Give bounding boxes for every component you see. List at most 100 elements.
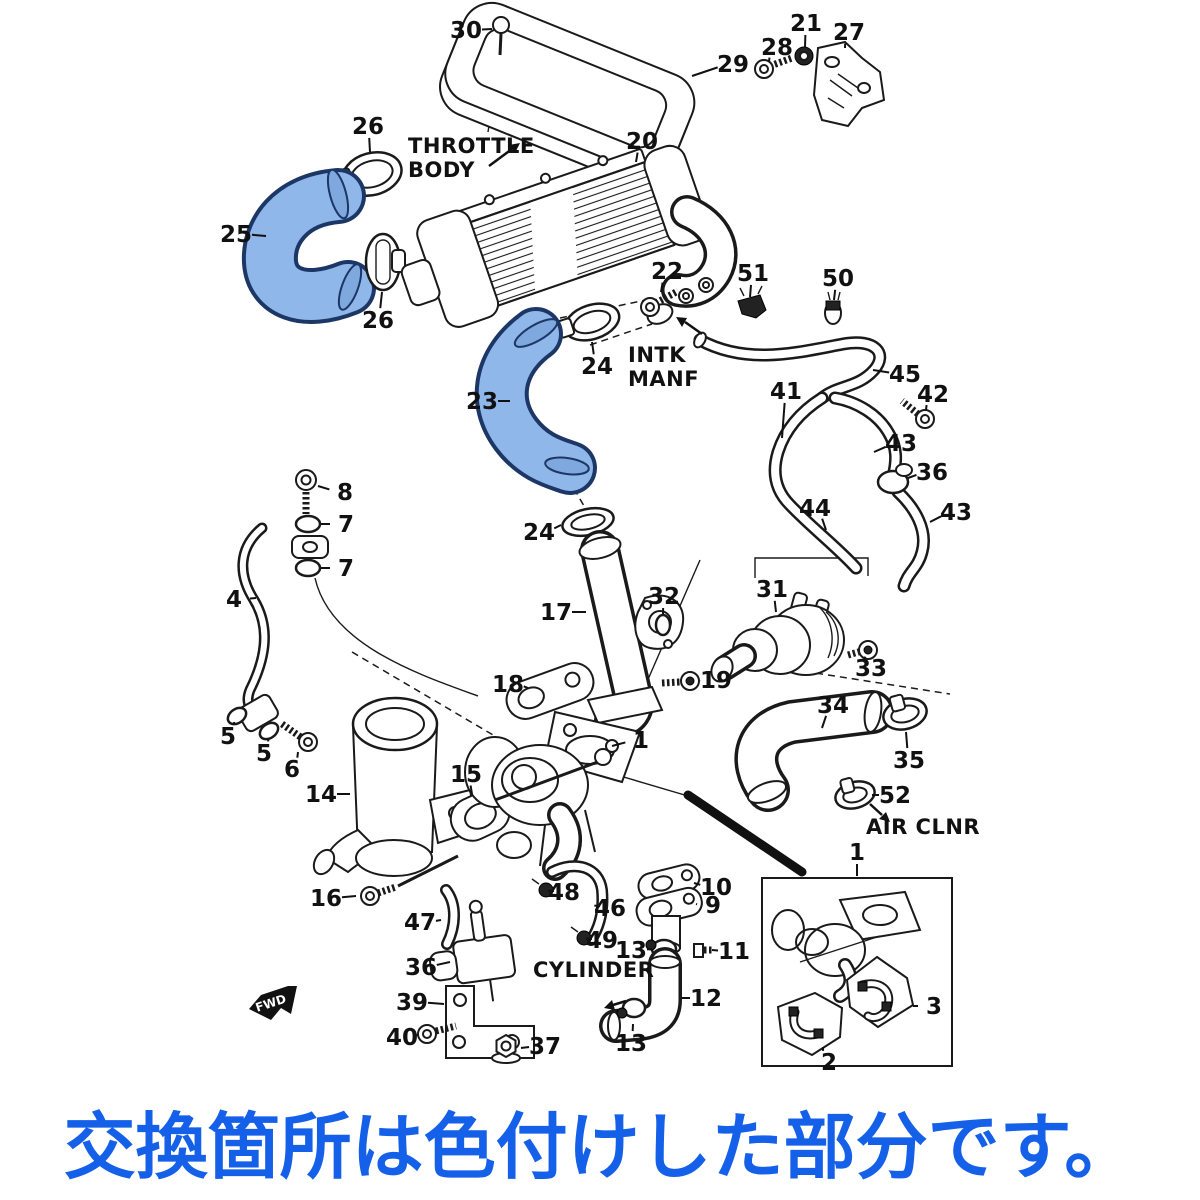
annotation-arrows xyxy=(488,143,890,1010)
leader-line xyxy=(435,919,442,922)
hose-clamp-52 xyxy=(834,777,876,810)
nut-21 xyxy=(794,46,814,66)
part-number-label: 7 xyxy=(338,512,354,538)
part-number-label: 49 xyxy=(586,928,618,954)
part-number-label: 20 xyxy=(626,129,658,155)
solenoid-valve-36 xyxy=(429,899,517,1002)
part-number-label: 11 xyxy=(718,939,750,965)
part-number-label: 43 xyxy=(885,431,917,457)
leader-line xyxy=(379,291,383,309)
part-number-label: 43 xyxy=(940,500,972,526)
washer-7b xyxy=(294,558,322,578)
nut-37 xyxy=(491,1033,521,1064)
bracket-27 xyxy=(812,40,886,128)
part-number-label: 24 xyxy=(523,520,555,546)
bolt-6 xyxy=(279,721,318,752)
clamp-5b xyxy=(258,721,280,741)
bracket-39 xyxy=(445,985,535,1059)
part-number-label: 7 xyxy=(338,556,354,582)
gasket-18 xyxy=(505,662,595,720)
inset-detail-box xyxy=(761,877,953,1067)
leader-line xyxy=(251,233,267,237)
part-number-label: 30 xyxy=(450,18,482,44)
leader-line xyxy=(469,785,473,795)
intercooler xyxy=(400,144,710,328)
part-number-label: 4 xyxy=(226,587,242,613)
part-number-label: 44 xyxy=(799,496,831,522)
leader-line xyxy=(368,137,371,153)
highlighted-hose-25 xyxy=(241,168,376,324)
hose-clamp-24-upper xyxy=(556,302,621,342)
part-number-label: 35 xyxy=(893,748,925,774)
part-number-label: 45 xyxy=(889,362,921,388)
bolt-42 xyxy=(899,398,935,429)
inset-pointer-line xyxy=(683,790,807,877)
intercooler-outlet-elbow xyxy=(646,195,738,325)
washer-7a xyxy=(294,514,322,534)
part-number-label: 51 xyxy=(737,261,769,287)
part-number-label: 5 xyxy=(220,724,236,750)
leader-line xyxy=(611,741,626,747)
leader-line xyxy=(833,289,837,301)
bolt-30 xyxy=(492,16,510,56)
part-number-label: 47 xyxy=(404,910,436,936)
clamp-13-lower xyxy=(616,997,647,1019)
part-number-label: 46 xyxy=(594,896,626,922)
part-number-label: 13 xyxy=(615,1031,647,1057)
part-number-label: 39 xyxy=(396,990,428,1016)
annotation-air-clnr: AIR CLNR xyxy=(866,815,980,839)
part-number-label: 9 xyxy=(705,893,721,919)
bolt-11 xyxy=(693,943,714,958)
bolt-19 xyxy=(661,671,700,691)
part-number-label: 40 xyxy=(386,1025,418,1051)
part-number-label: 24 xyxy=(581,354,613,380)
part-number-label: 23 xyxy=(466,389,498,415)
highlighted-hose-23 xyxy=(474,307,597,495)
leader-line xyxy=(341,895,357,899)
bypass-valve-31 xyxy=(710,591,845,683)
clip-50 xyxy=(824,291,842,325)
leader-line xyxy=(523,685,529,689)
construction-lines xyxy=(314,55,951,797)
leader-line xyxy=(781,402,786,439)
part-number-label: 42 xyxy=(917,382,949,408)
leader-line xyxy=(481,28,493,31)
part-number-label: 31 xyxy=(756,577,788,603)
leader-line xyxy=(427,1001,445,1005)
o-ring-32 xyxy=(654,613,672,637)
leader-line xyxy=(296,751,299,758)
part-number-label: 21 xyxy=(790,11,822,37)
check-valve-36-right xyxy=(876,463,913,495)
part-number-label: 26 xyxy=(362,308,394,334)
leader-line xyxy=(591,341,595,355)
bolt-22 xyxy=(640,277,714,317)
part-number-label: 36 xyxy=(405,955,437,981)
part-number-label: 41 xyxy=(770,379,802,405)
part-number-label: 18 xyxy=(492,672,524,698)
leader-line xyxy=(929,515,942,523)
part-number-label: 6 xyxy=(284,757,300,783)
part-number-label: 2 xyxy=(821,1050,837,1076)
annotation-cylinder: CYLINDER xyxy=(533,958,654,982)
part-number-label: 27 xyxy=(833,20,865,46)
bolt-40 xyxy=(417,1022,457,1044)
leader-line xyxy=(635,152,639,163)
bolt-33 xyxy=(847,640,878,660)
part-number-label: 19 xyxy=(700,668,732,694)
part-number-label: 29 xyxy=(717,52,749,78)
leader-line xyxy=(773,600,777,613)
caption-text: 交換箇所は色付けした部分です。 xyxy=(63,1105,1137,1189)
part-number-label: 22 xyxy=(651,259,683,285)
hose-46 xyxy=(546,860,609,946)
clamp-5a xyxy=(226,706,248,726)
part-number-label: 16 xyxy=(310,886,342,912)
banjo-bolt-8 xyxy=(295,469,317,514)
part-number-label: 33 xyxy=(855,656,887,682)
part-number-label: 1 xyxy=(849,840,865,866)
banjo-fitting xyxy=(291,535,329,559)
fwd-arrow xyxy=(249,986,297,1020)
leader-line xyxy=(553,524,562,530)
turbo-assembly-1 xyxy=(464,710,642,881)
